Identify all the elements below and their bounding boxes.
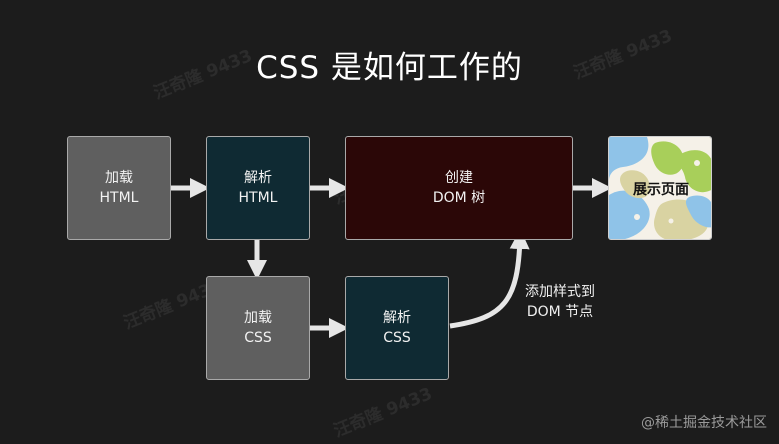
node-label-line: HTML [238,190,278,206]
node-load-css: 加载 CSS [206,276,310,380]
edge-label-line: 添加样式到 [525,284,595,300]
diagram-title: CSS 是如何工作的 [256,50,523,86]
node-load-html: 加载 HTML [67,136,171,240]
node-create-dom: 创建 DOM 树 [345,136,573,240]
node-parse-css: 解析 CSS [345,276,449,380]
node-label-line: CSS [383,330,411,346]
edge-label-add-styles: 添加样式到 DOM 节点 [505,282,615,322]
node-label-line: 加载 [105,170,133,186]
arrow-parse-css-to-create-dom [449,229,530,329]
node-parse-html: 解析 HTML [206,136,310,240]
node-label: 展示页面 [633,182,689,198]
node-label-line: 加载 [244,310,272,326]
node-label-line: HTML [99,190,139,206]
source-credit: @稀土掘金技术社区 [641,415,767,431]
node-label-line: DOM 树 [432,190,486,206]
node-label-line: 解析 [383,310,411,326]
node-label-line: CSS [244,330,272,346]
abstract-pattern-image [609,137,711,239]
node-label-line: 解析 [244,170,272,186]
node-label-line: 创建 [445,170,473,186]
edge-label-line: DOM 节点 [526,304,594,320]
node-display-page: 展示页面 [608,136,712,240]
